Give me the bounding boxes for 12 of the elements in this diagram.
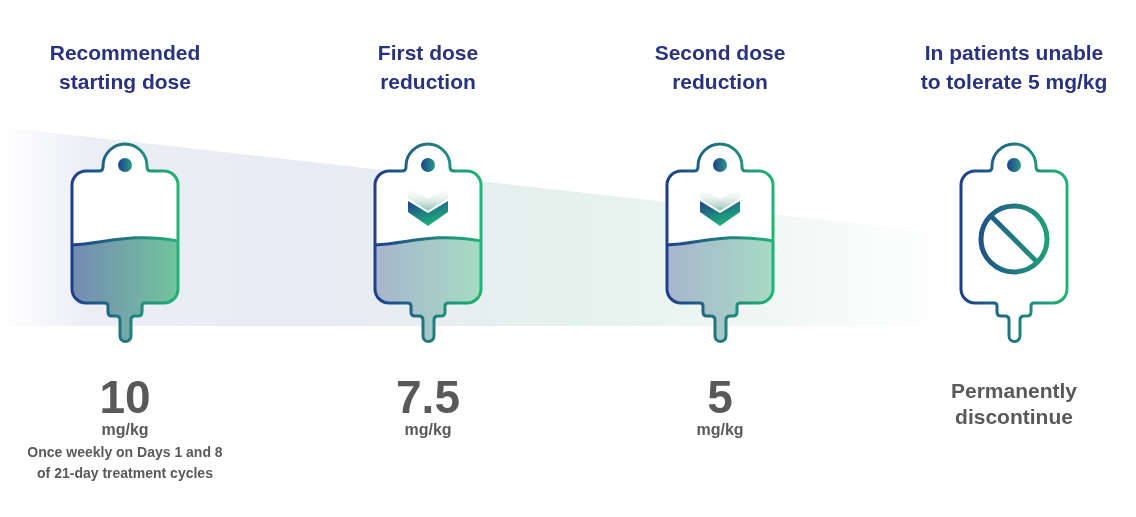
dose-unit: mg/kg bbox=[101, 420, 149, 440]
dose-value: 7.5 bbox=[396, 374, 460, 420]
dose-unit: mg/kg bbox=[404, 420, 452, 440]
column-heading: Recommended starting dose bbox=[30, 38, 220, 96]
column-heading: In patients unable to tolerate 5 mg/kg bbox=[916, 38, 1112, 96]
column-heading: First dose reduction bbox=[353, 38, 503, 96]
dose-value: 5 bbox=[707, 374, 733, 420]
schedule-note: Once weekly on Days 1 and 8 of 21-day treatment cycles bbox=[26, 443, 224, 483]
dose-unit: mg/kg bbox=[696, 420, 744, 440]
column-heading: Second dose reduction bbox=[640, 38, 800, 96]
instruction-text: Permanently discontinue bbox=[949, 378, 1079, 430]
dose-value: 10 bbox=[99, 374, 151, 420]
